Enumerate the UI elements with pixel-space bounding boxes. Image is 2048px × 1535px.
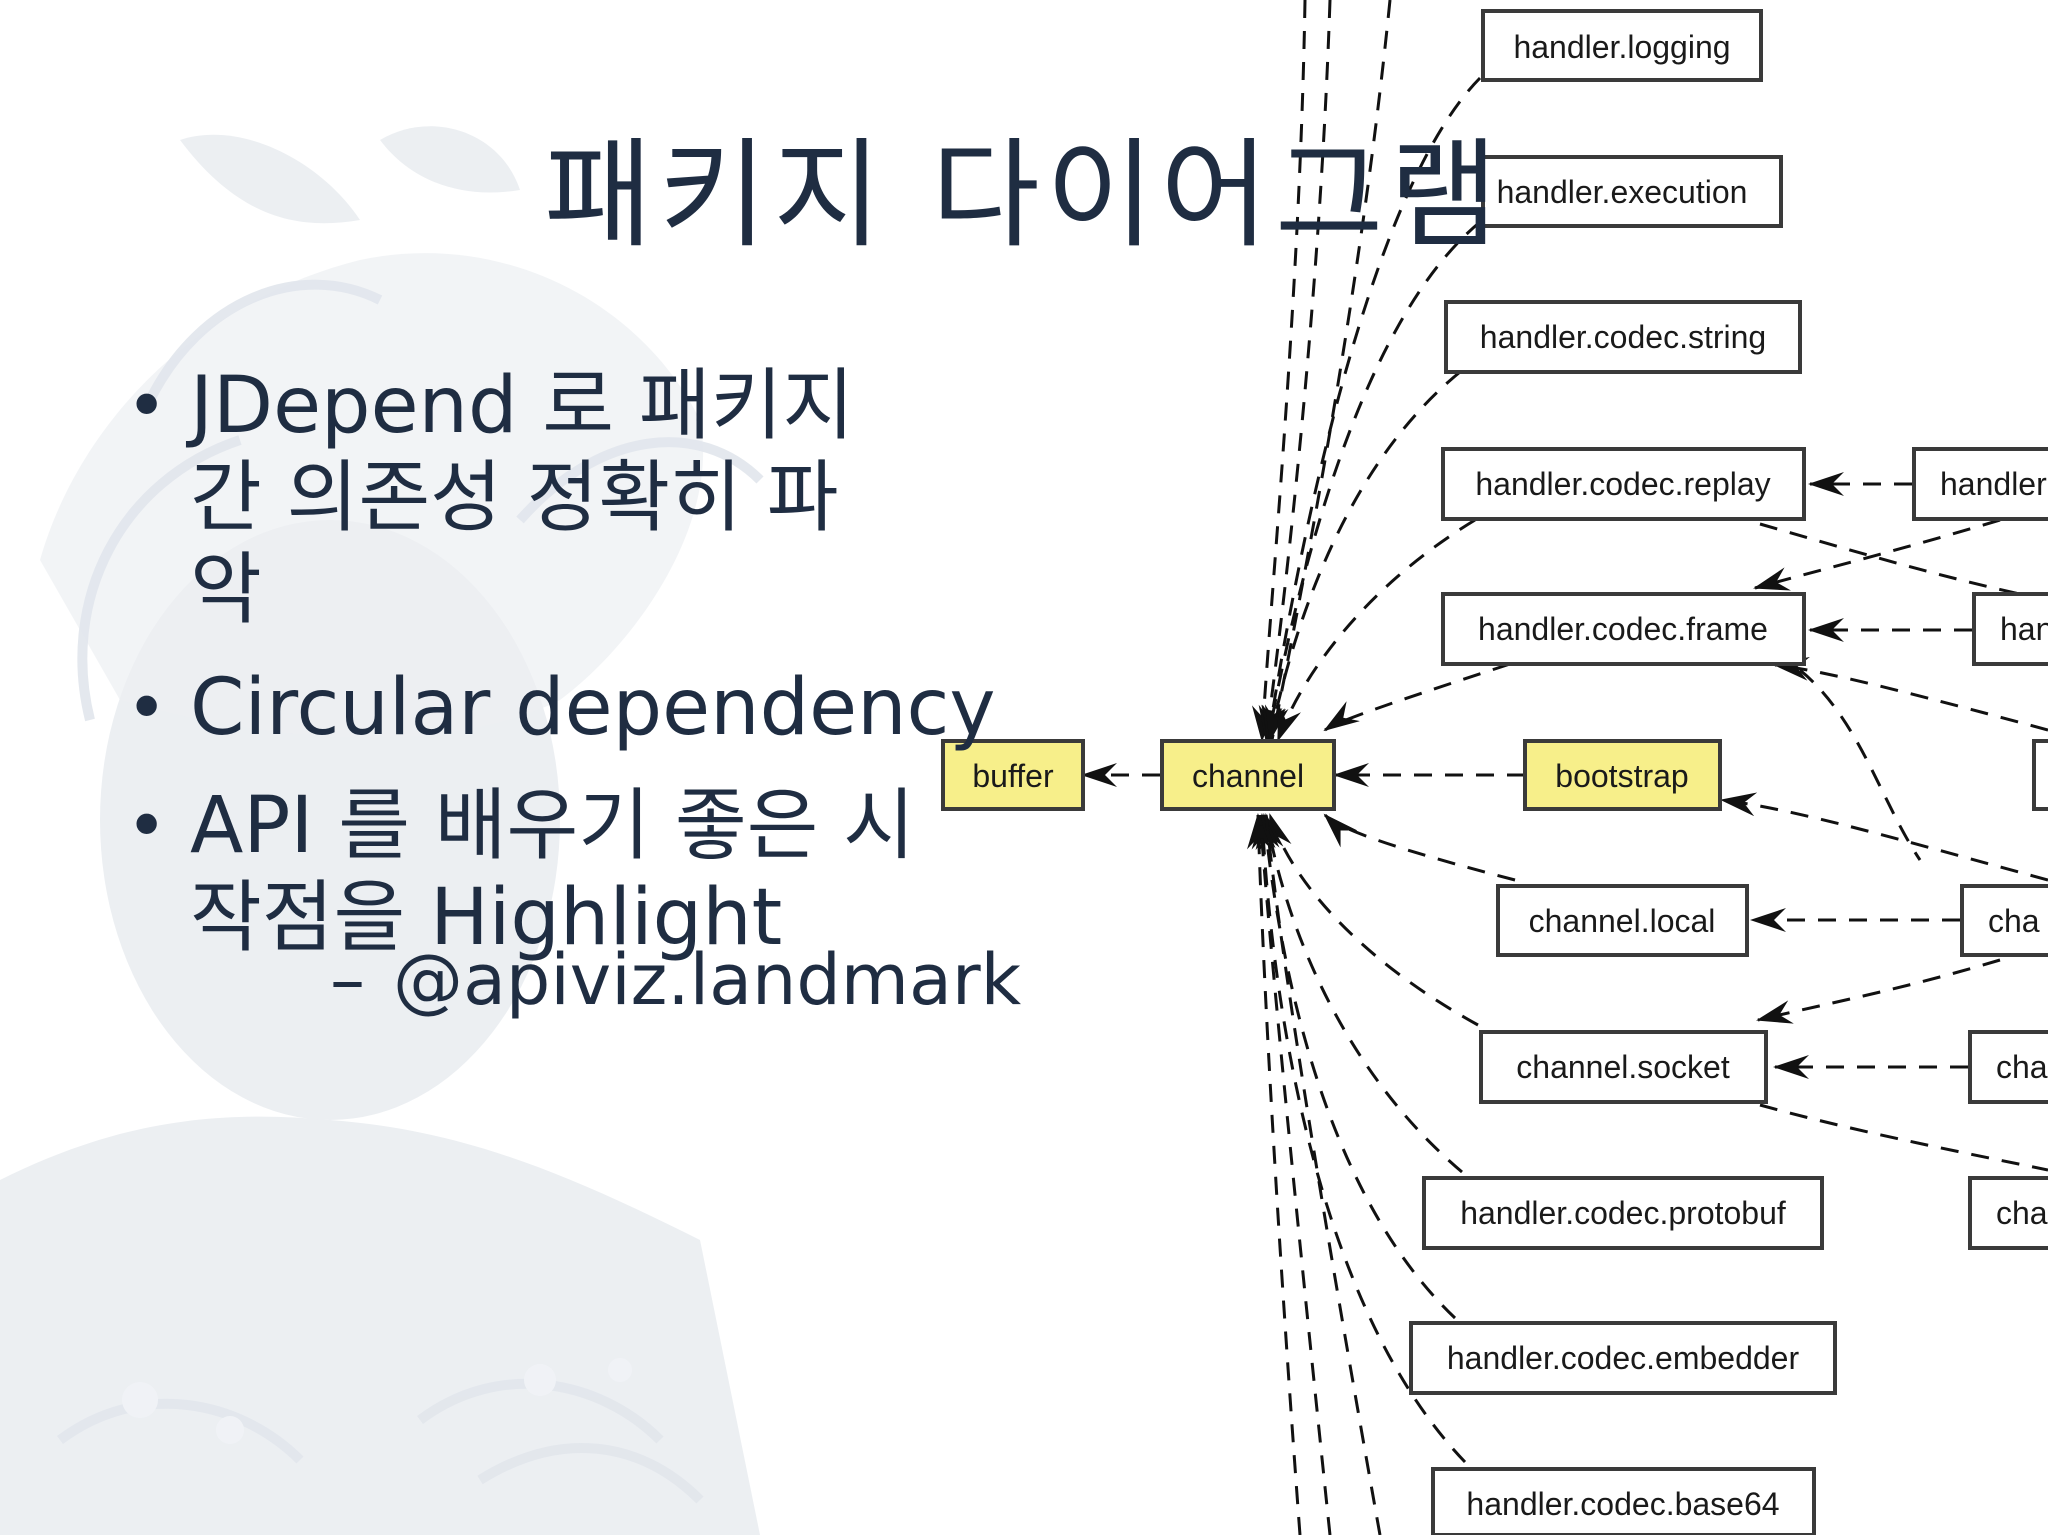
node-partial-cha-1: cha — [1960, 884, 2048, 957]
node-handler-codec-frame: handler.codec.frame — [1441, 592, 1806, 666]
bullet-dot-icon: • — [126, 667, 168, 749]
svg-text:buffer: buffer — [972, 758, 1054, 794]
svg-text:bootstrap: bootstrap — [1555, 758, 1688, 794]
diagram-nodes: handler.logging handler.execution handle… — [941, 9, 2048, 1535]
dash-icon: – — [330, 939, 365, 1021]
bullet-item: • API 를 배우기 좋은 시작점을 Highlight — [118, 780, 1018, 964]
bullet-item: • Circular dependency — [118, 662, 1018, 754]
svg-text:handler.execution: handler.execution — [1497, 174, 1748, 210]
svg-text:handler.codec.frame: handler.codec.frame — [1478, 611, 1768, 647]
svg-text:handler: handler — [1940, 466, 2047, 502]
bullet-text: API 를 배우기 좋은 시작점을 Highlight — [190, 781, 915, 963]
bullet-dot-icon: • — [126, 785, 168, 867]
svg-text:channel.local: channel.local — [1529, 903, 1716, 939]
dependency-edges — [1081, 0, 2048, 1535]
node-handler-logging: handler.logging — [1481, 9, 1763, 82]
bullet-list: • JDepend 로 패키지간 의존성 정확히 파악 • Circular d… — [118, 360, 1018, 990]
node-handler-codec-replay: handler.codec.replay — [1441, 447, 1806, 521]
node-channel: channel — [1160, 739, 1336, 811]
node-partial-handler: handler — [1912, 447, 2048, 521]
node-buffer: buffer — [941, 739, 1085, 811]
sub-bullet: –@apiviz.landmark — [330, 940, 1021, 1020]
svg-text:channel.socket: channel.socket — [1516, 1049, 1730, 1085]
svg-text:cha: cha — [1988, 903, 2040, 939]
node-partial-cha-2: cha — [1968, 1030, 2048, 1104]
svg-text:handler.codec.embedder: handler.codec.embedder — [1447, 1340, 1800, 1376]
svg-text:cha: cha — [1996, 1195, 2048, 1231]
sub-bullet-text: @apiviz.landmark — [393, 939, 1022, 1021]
svg-text:handler.codec.string: handler.codec.string — [1480, 319, 1766, 355]
node-handler-codec-base64: handler.codec.base64 — [1431, 1467, 1816, 1535]
svg-text:handler.codec.protobuf: handler.codec.protobuf — [1460, 1195, 1786, 1231]
node-handler-execution: handler.execution — [1481, 155, 1783, 228]
node-channel-local: channel.local — [1496, 884, 1749, 957]
node-bootstrap: bootstrap — [1523, 739, 1722, 811]
svg-text:handler.logging: handler.logging — [1513, 29, 1730, 65]
node-channel-socket: channel.socket — [1479, 1030, 1768, 1104]
node-handler-codec-string: handler.codec.string — [1444, 300, 1802, 374]
node-handler-codec-embedder: handler.codec.embedder — [1409, 1321, 1837, 1395]
slide-title: 패키지 다이어그램 — [544, 126, 1504, 264]
svg-text:handler.codec.replay: handler.codec.replay — [1475, 466, 1770, 502]
bullet-dot-icon: • — [126, 365, 168, 447]
bullet-item: • JDepend 로 패키지간 의존성 정확히 파악 — [118, 360, 1018, 636]
node-handler-codec-protobuf: handler.codec.protobuf — [1422, 1176, 1824, 1250]
node-partial-han: han — [1972, 592, 2048, 666]
svg-text:cha: cha — [1996, 1049, 2048, 1085]
bullet-text: Circular dependency — [190, 663, 996, 753]
bullet-text: JDepend 로 패키지간 의존성 정확히 파악 — [190, 361, 855, 635]
node-partial-cha-3: cha — [1968, 1176, 2048, 1250]
svg-text:han: han — [2000, 611, 2048, 647]
svg-text:channel: channel — [1192, 758, 1304, 794]
node-partial-blank — [2032, 739, 2048, 811]
svg-text:handler.codec.base64: handler.codec.base64 — [1466, 1486, 1779, 1522]
